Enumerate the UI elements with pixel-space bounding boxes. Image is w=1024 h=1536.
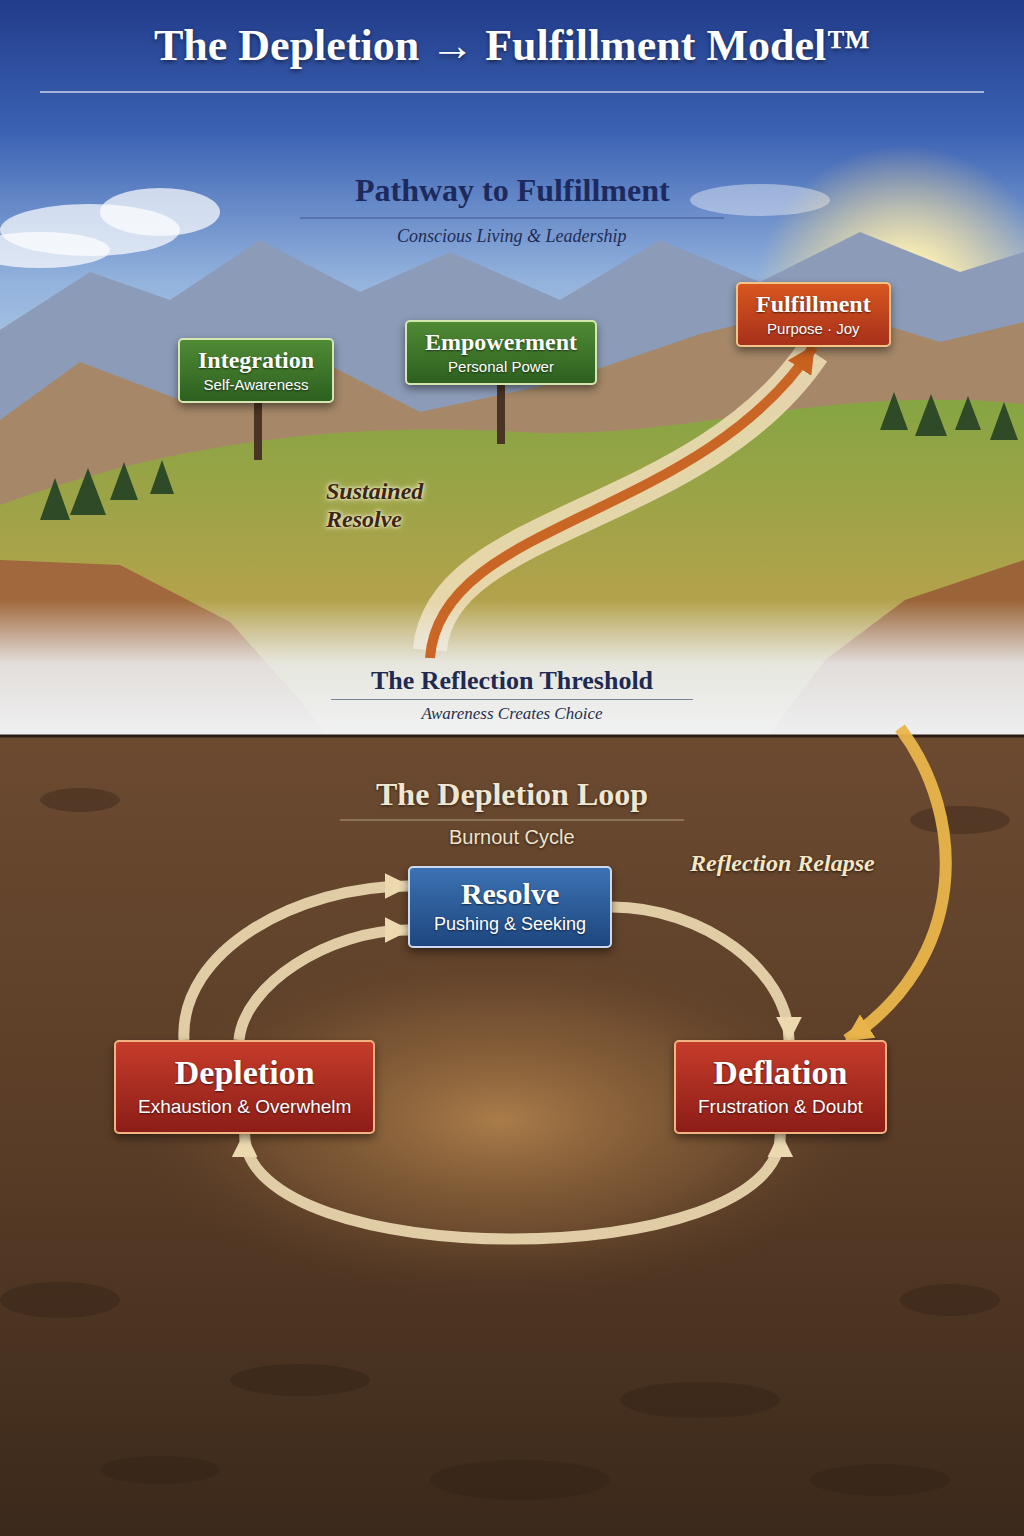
node-heading: Depletion bbox=[138, 1054, 351, 1092]
stage-sign: IntegrationSelf-Awareness bbox=[178, 338, 334, 403]
sign-post bbox=[254, 400, 262, 460]
heading-rule bbox=[300, 218, 724, 219]
node-heading: Resolve bbox=[434, 877, 586, 911]
goal-sign: FulfillmentPurpose · Joy bbox=[736, 282, 891, 347]
section-heading: Pathway to Fulfillment bbox=[355, 172, 670, 209]
node-heading: Fulfillment bbox=[756, 291, 871, 318]
flow-arrow bbox=[239, 930, 408, 1040]
flow-arrow bbox=[430, 347, 813, 658]
node-subtext: Pushing & Seeking bbox=[434, 914, 586, 935]
cycle-stage: DeflationFrustration & Doubt bbox=[674, 1040, 887, 1134]
threshold-band: The Reflection ThresholdAwareness Create… bbox=[0, 658, 1024, 728]
stage-sign: EmpowermentPersonal Power bbox=[405, 320, 597, 385]
flow-arrow bbox=[612, 907, 789, 1040]
arrow-label: Sustained Resolve bbox=[326, 478, 476, 533]
cycle-stage: DepletionExhaustion & Overwhelm bbox=[114, 1040, 375, 1134]
section-subheading: Burnout Cycle bbox=[449, 826, 575, 849]
title-rule bbox=[40, 91, 984, 93]
sky bbox=[0, 0, 1024, 740]
node-subtext: Self-Awareness bbox=[198, 376, 314, 393]
diagram-title: The Depletion → Fulfillment Model™ bbox=[154, 20, 870, 71]
cycle-stage: ResolvePushing & Seeking bbox=[408, 866, 612, 948]
trees bbox=[40, 392, 1018, 520]
node-heading: Deflation bbox=[698, 1054, 863, 1092]
heading-rule bbox=[340, 820, 684, 821]
sign-post bbox=[497, 382, 505, 444]
arrow-label: Reflection Relapse bbox=[690, 850, 875, 877]
threshold-line bbox=[0, 735, 1024, 738]
node-heading: Empowerment bbox=[425, 329, 577, 356]
flow-arrow bbox=[245, 1134, 781, 1239]
node-subtext: Awareness Creates Choice bbox=[0, 704, 1024, 724]
node-subtext: Purpose · Joy bbox=[756, 320, 871, 337]
section-heading: The Depletion Loop bbox=[376, 776, 648, 813]
node-heading: The Reflection Threshold bbox=[331, 666, 693, 700]
earth-texture bbox=[0, 788, 1010, 1500]
section-subheading: Conscious Living & Leadership bbox=[397, 226, 627, 247]
node-subtext: Frustration & Doubt bbox=[698, 1096, 863, 1118]
earth-ground bbox=[0, 736, 1024, 1536]
flow-arrow bbox=[184, 886, 408, 1040]
haze bbox=[0, 600, 1024, 740]
flow-arrow bbox=[847, 728, 946, 1040]
node-subtext: Personal Power bbox=[425, 358, 577, 375]
node-subtext: Exhaustion & Overwhelm bbox=[138, 1096, 351, 1118]
node-heading: Integration bbox=[198, 347, 314, 374]
